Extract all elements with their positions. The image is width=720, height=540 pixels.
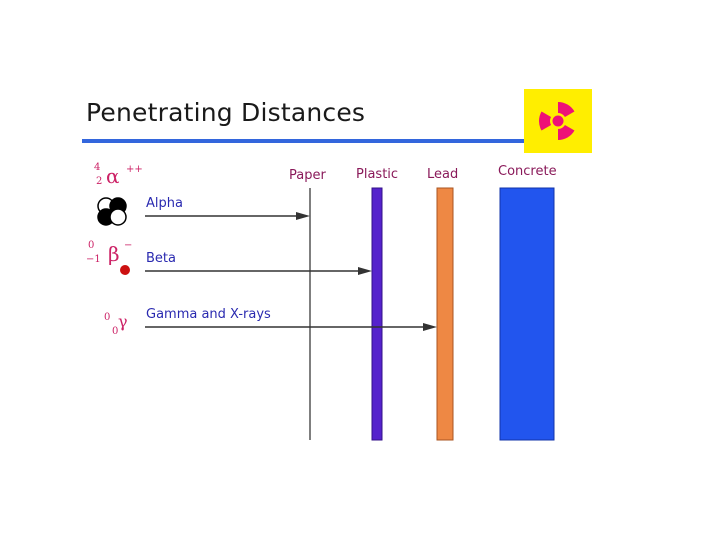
plastic-barrier (372, 188, 382, 440)
beta-notation: 0 −1 β − (86, 238, 146, 268)
alpha-notation: 4 2 α ++ (90, 162, 150, 192)
alpha-label: Alpha (146, 196, 183, 211)
beta-label: Beta (146, 251, 176, 266)
lead-barrier (437, 188, 453, 440)
gamma-notation: 0 0 γ (104, 312, 144, 342)
alpha-arrow (145, 212, 310, 220)
beta-arrow (145, 267, 372, 275)
gamma-label: Gamma and X-rays (146, 307, 271, 322)
alpha-particle-icon (98, 198, 126, 225)
gamma-arrow (145, 323, 437, 331)
concrete-barrier (500, 188, 554, 440)
